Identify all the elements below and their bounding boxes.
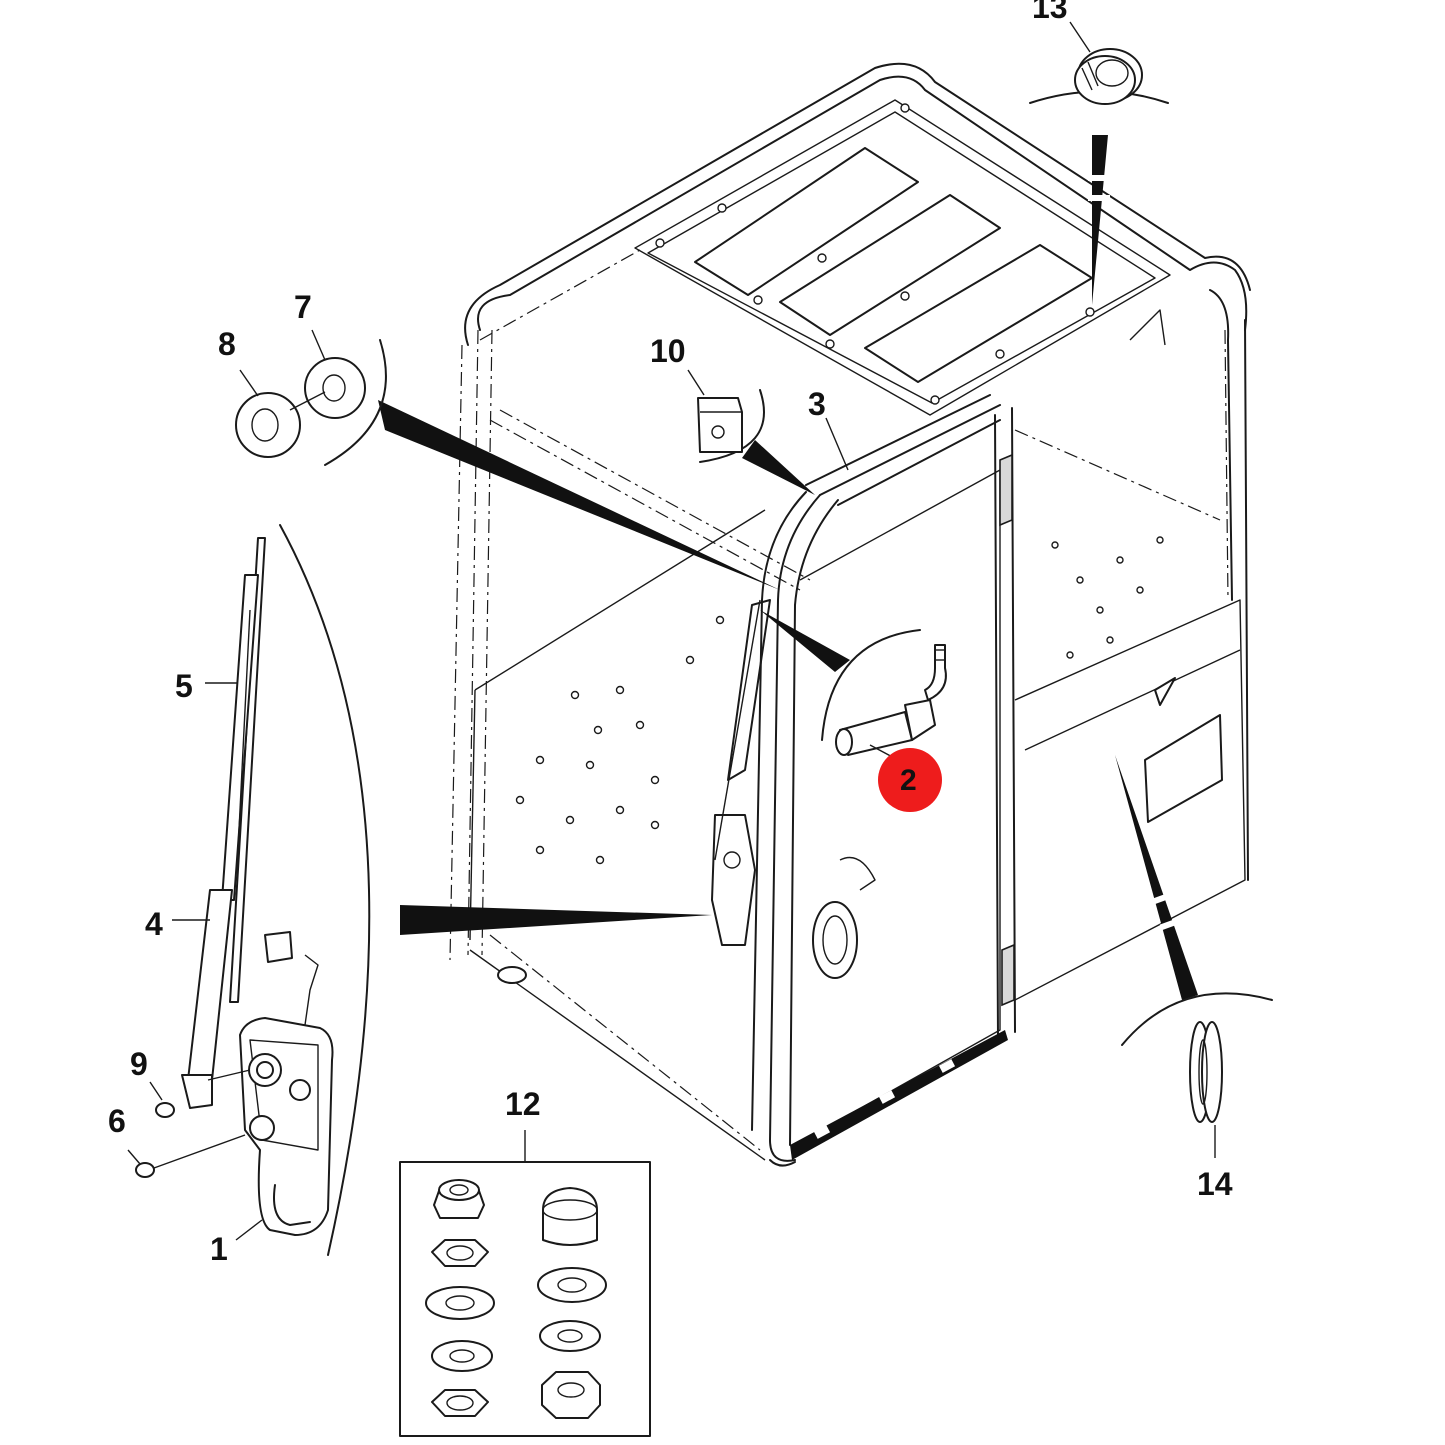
bolt-6-icon xyxy=(135,1134,246,1178)
washer-nozzle-2-icon xyxy=(835,644,947,756)
floor-seal-strip xyxy=(790,1030,1008,1160)
callout-6: 6 xyxy=(108,1103,126,1139)
detail-arc-14 xyxy=(1121,992,1273,1046)
leader-3 xyxy=(825,417,849,471)
washer-8-icon xyxy=(235,392,301,458)
callout-13: 13 xyxy=(1032,0,1068,25)
clip-bracket-10-icon xyxy=(697,397,743,453)
callout-labels: 1 2 3 4 5 6 7 8 9 10 12 13 14 xyxy=(108,0,1233,1267)
callout-5: 5 xyxy=(175,668,193,704)
interior-rivets xyxy=(515,615,725,865)
callout-2[interactable]: 2 xyxy=(900,764,917,797)
acorn-cap-nut-icon xyxy=(542,1187,598,1246)
callout-4: 4 xyxy=(145,906,163,942)
callout-7: 7 xyxy=(294,289,312,325)
seal-14-icon xyxy=(1189,1021,1223,1123)
callout-9: 9 xyxy=(130,1046,148,1082)
callout-8: 8 xyxy=(218,326,236,362)
callout-1: 1 xyxy=(210,1231,228,1267)
detail-arc-7-8 xyxy=(324,339,387,466)
cap-nut-9-icon xyxy=(155,1102,175,1118)
leader-wedge-wiper xyxy=(400,905,712,935)
cab-frame-icon xyxy=(449,62,1251,1167)
wedge-14-breaks xyxy=(1149,890,1187,931)
grommet-13-icon xyxy=(1074,48,1143,105)
wiper-motor-1-icon xyxy=(207,931,334,1236)
hex-jam-nut-icon xyxy=(431,1239,489,1267)
wiper-arm-4-icon xyxy=(181,889,233,1109)
callout-14: 14 xyxy=(1197,1166,1233,1202)
wedge-13-breaks xyxy=(1088,175,1110,201)
washer-right-1-icon xyxy=(537,1267,607,1303)
leader-wedge-14 xyxy=(1115,755,1198,1000)
wiper-blade-5-icon xyxy=(221,537,266,1003)
callout-12: 12 xyxy=(505,1086,541,1122)
roof-bolts xyxy=(655,103,1095,405)
callout-3: 3 xyxy=(808,386,826,422)
leader-wedge-13 xyxy=(1092,135,1108,305)
hardware-kit-12-box xyxy=(399,1130,651,1437)
leader-wedge-2 xyxy=(760,610,850,672)
highlight-marker xyxy=(878,748,942,812)
callout-10: 10 xyxy=(650,333,686,369)
washer-right-2-icon xyxy=(539,1320,601,1352)
lock-nut-icon xyxy=(433,1179,485,1219)
hex-nut-left-icon xyxy=(431,1389,489,1417)
hex-nut-right-icon xyxy=(541,1371,601,1419)
leader-wedge-10 xyxy=(742,440,815,495)
flat-washer-small-icon xyxy=(431,1340,493,1372)
flat-washer-large-icon xyxy=(425,1286,495,1320)
detail-arc-2 xyxy=(821,629,921,741)
washer-7-icon xyxy=(304,357,366,419)
detail-arc-wiper xyxy=(279,524,371,1256)
leader-wedge-7-8 xyxy=(378,400,780,590)
detail-arc-10 xyxy=(699,389,765,463)
right-wall-rivets xyxy=(1051,536,1164,659)
